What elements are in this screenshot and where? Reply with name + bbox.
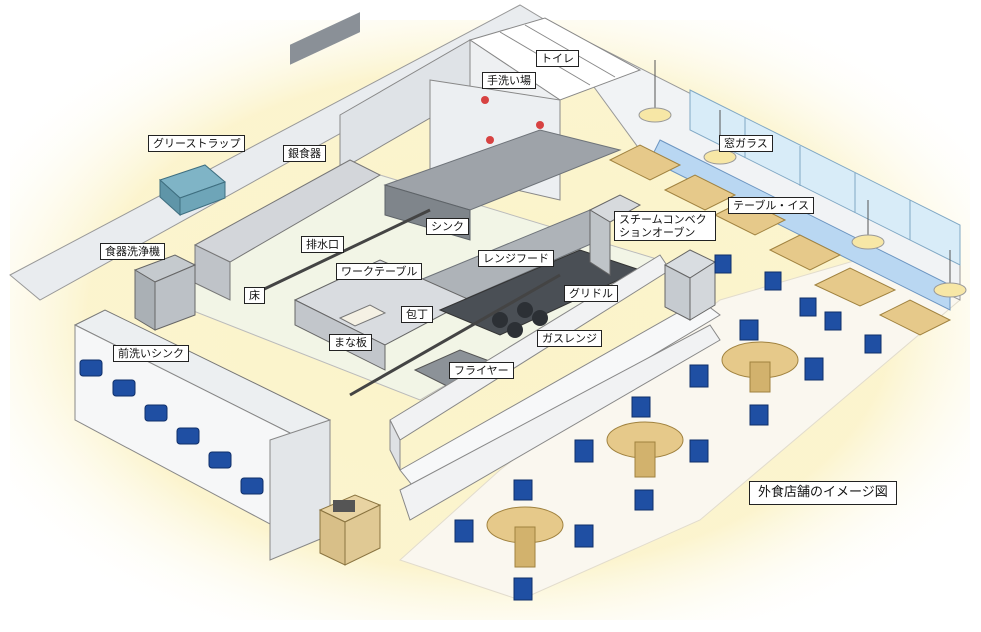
round-table-icon bbox=[486, 341, 799, 568]
label-cutting-board: まな板 bbox=[329, 334, 372, 351]
label-handwash: 手洗い場 bbox=[482, 72, 536, 89]
label-floor: 床 bbox=[244, 287, 265, 304]
grease-trap bbox=[159, 164, 226, 217]
drain-line bbox=[257, 208, 561, 397]
label-silverware: 銀食器 bbox=[283, 145, 326, 162]
pendant-lamp-icon bbox=[638, 60, 967, 298]
label-steam-oven: スチームコンベクションオーブン bbox=[614, 211, 716, 241]
label-table-chair: テーブル・イス bbox=[728, 197, 815, 214]
label-window-glass: 窓ガラス bbox=[719, 135, 773, 152]
label-grease-trap: グリーストラップ bbox=[148, 135, 246, 152]
label-drain: 排水口 bbox=[301, 236, 344, 253]
dishwasher bbox=[133, 254, 197, 331]
label-gas-range: ガスレンジ bbox=[537, 330, 602, 347]
label-knife: 包丁 bbox=[401, 306, 433, 323]
refrigerator bbox=[663, 249, 717, 321]
chair-icon bbox=[79, 254, 882, 601]
label-range-hood: レンジフード bbox=[478, 250, 554, 267]
steam-oven bbox=[588, 194, 642, 276]
cash-register-icon bbox=[318, 494, 382, 566]
square-tables bbox=[608, 144, 952, 336]
label-fryer: フライヤー bbox=[449, 362, 514, 379]
diagram-caption: 外食店舗のイメージ図 bbox=[749, 481, 897, 505]
faucet-icon bbox=[481, 96, 544, 144]
label-dishwasher: 食器洗浄機 bbox=[100, 243, 165, 260]
label-toilet: トイレ bbox=[536, 50, 579, 67]
label-griddle: グリドル bbox=[564, 285, 618, 302]
label-pre-rinse-sink: 前洗いシンク bbox=[113, 345, 189, 362]
label-work-table: ワークテーブル bbox=[336, 263, 423, 280]
label-sink: シンク bbox=[426, 218, 469, 235]
